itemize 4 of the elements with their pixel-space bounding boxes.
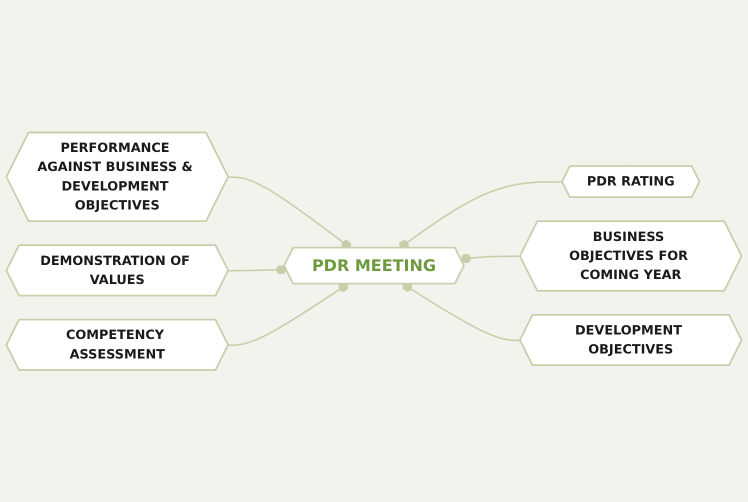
connector [402,282,520,342]
connector [228,282,348,346]
connector [460,253,520,264]
connector [228,264,286,274]
